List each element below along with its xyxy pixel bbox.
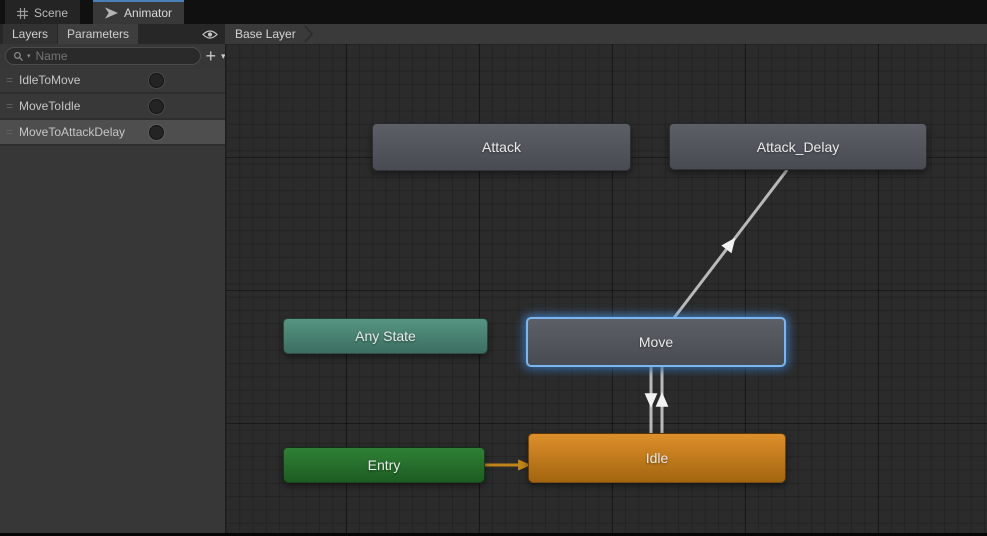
trigger-radio[interactable] [149, 124, 164, 140]
parameters-panel: ▾ + ▾ = IdleToMove = MoveToIdle = MoveTo… [0, 44, 226, 533]
sub-toolbar: Layers Parameters Base Layer [0, 24, 987, 44]
tab-animator[interactable]: Animator [93, 0, 185, 24]
drag-handle-icon[interactable]: = [6, 73, 13, 87]
add-parameter-caret-icon[interactable]: ▾ [221, 50, 226, 61]
state-node-any-state[interactable]: Any State [283, 318, 488, 354]
tab-layers[interactable]: Layers [3, 24, 58, 44]
transition-arrowhead-move-to-idle [644, 393, 658, 408]
state-label: Idle [645, 450, 669, 466]
parameter-row-movetoattackdelay[interactable]: = MoveToAttackDelay [0, 120, 225, 146]
tab-scene-label: Scene [34, 6, 69, 20]
drag-handle-icon[interactable]: = [6, 125, 13, 139]
state-node-attack-delay[interactable]: Attack_Delay [669, 123, 927, 170]
state-label: Any State [355, 328, 416, 344]
breadcrumb: Base Layer [225, 24, 987, 44]
search-icon [13, 51, 24, 62]
parameter-name: MoveToIdle [19, 99, 81, 113]
state-label: Entry [367, 457, 401, 473]
trigger-radio[interactable] [149, 98, 164, 114]
state-label: Attack [482, 139, 521, 155]
transition-arrowhead-idle-to-move [655, 392, 669, 407]
parameter-name: MoveToAttackDelay [19, 125, 126, 139]
parameter-search-row: ▾ + ▾ [0, 44, 226, 68]
state-node-attack[interactable]: Attack [372, 123, 631, 171]
window-tab-strip: Scene Animator [0, 0, 987, 24]
breadcrumb-base-layer[interactable]: Base Layer [235, 27, 296, 41]
scene-grid-icon [17, 7, 28, 19]
parameter-row-idletomove[interactable]: = IdleToMove [0, 68, 225, 94]
state-node-entry[interactable]: Entry [283, 447, 485, 483]
eye-icon [202, 29, 218, 40]
tab-layers-label: Layers [12, 27, 49, 41]
tab-scene[interactable]: Scene [5, 0, 81, 24]
visibility-toggle[interactable] [202, 29, 218, 40]
transition-arrowhead-entry-to-idle [518, 459, 531, 471]
trigger-radio[interactable] [149, 72, 164, 88]
left-panel-tab-bar: Layers Parameters [0, 24, 225, 44]
search-field[interactable]: ▾ [5, 47, 201, 65]
state-label: Move [638, 334, 674, 350]
tab-animator-label: Animator [124, 6, 173, 20]
window-bottom-edge [0, 533, 987, 536]
state-label: Attack_Delay [756, 138, 840, 155]
search-input[interactable] [33, 48, 193, 64]
add-parameter-button[interactable]: + [205, 46, 217, 66]
parameter-row-movetoidle[interactable]: = MoveToIdle [0, 94, 225, 120]
transition-arrowhead-move-to-attack-delay [721, 237, 736, 254]
search-filter-caret-icon[interactable]: ▾ [27, 52, 31, 60]
transition-layer [485, 169, 789, 471]
state-node-move[interactable]: Move [526, 317, 786, 367]
breadcrumb-chevron-icon [304, 25, 313, 43]
tab-parameters[interactable]: Parameters [58, 24, 139, 44]
state-node-idle[interactable]: Idle [528, 433, 786, 483]
animator-icon [105, 7, 119, 19]
drag-handle-icon[interactable]: = [6, 99, 13, 113]
tab-parameters-label: Parameters [67, 27, 130, 41]
parameter-name: IdleToMove [19, 73, 81, 87]
